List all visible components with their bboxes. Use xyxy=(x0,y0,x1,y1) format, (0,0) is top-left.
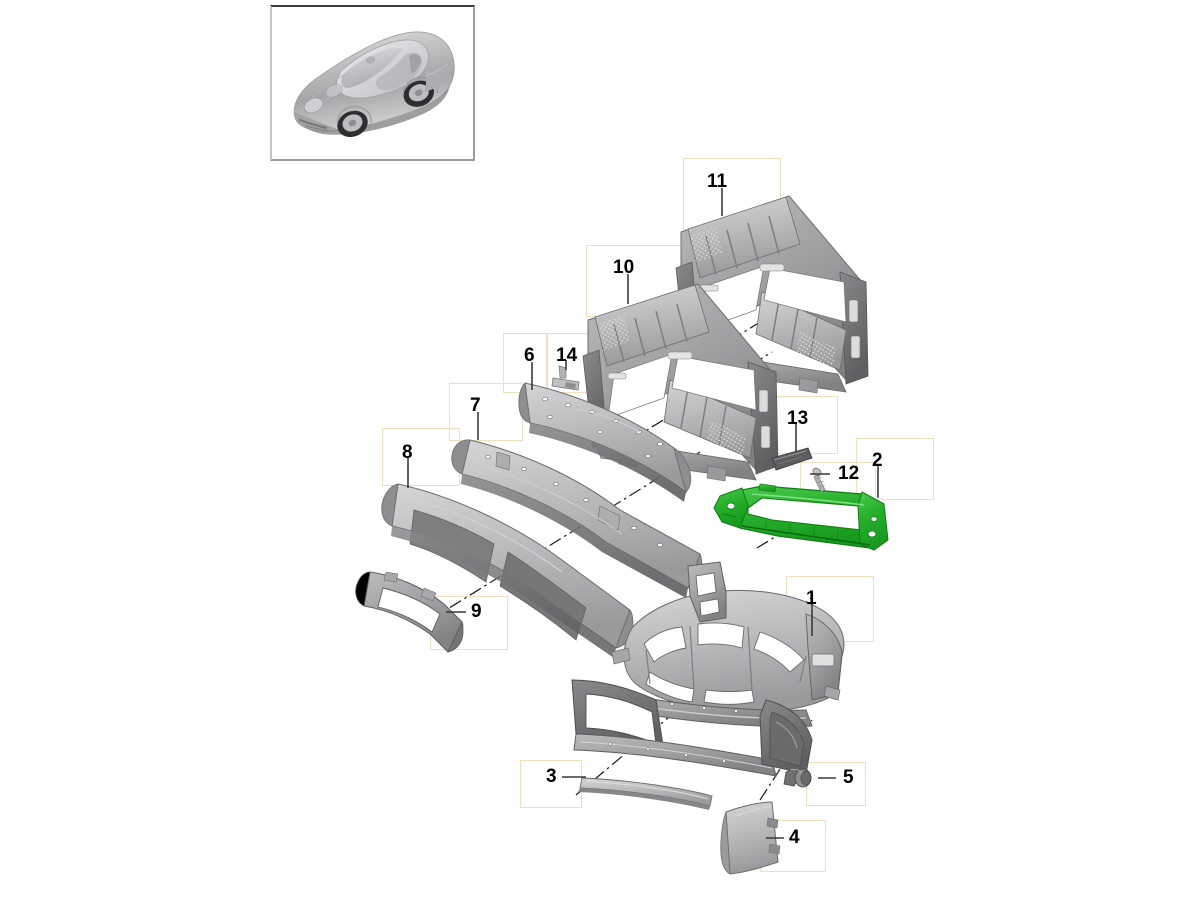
part-1-front-end-carrier[interactable] xyxy=(571,561,845,777)
part-8-outer-surround-frame[interactable] xyxy=(381,483,634,658)
callout-7[interactable]: 7 xyxy=(470,395,481,416)
callout-13[interactable]: 13 xyxy=(787,408,809,429)
callout-14[interactable]: 14 xyxy=(556,345,578,366)
callout-8[interactable]: 8 xyxy=(402,442,413,463)
part-12-fixing-screw[interactable] xyxy=(811,467,826,493)
vehicle-thumbnail-frame[interactable] xyxy=(270,5,475,161)
leader-lines xyxy=(407,188,879,839)
callout-2[interactable]: 2 xyxy=(872,450,883,471)
part-5-retaining-grommet[interactable] xyxy=(783,767,812,788)
callout-6[interactable]: 6 xyxy=(524,345,535,366)
callout-1[interactable]: 1 xyxy=(806,588,817,609)
part-9-grille-bezel[interactable] xyxy=(355,571,464,653)
callout-3[interactable]: 3 xyxy=(546,766,557,787)
part-4-side-cover-flap[interactable] xyxy=(720,801,781,875)
callout-5[interactable]: 5 xyxy=(843,767,854,788)
part-6-upper-cross-panel[interactable] xyxy=(518,382,692,502)
part-13-mounting-pad[interactable] xyxy=(771,447,813,471)
callout-9[interactable]: 9 xyxy=(471,601,482,622)
hotspot-2[interactable] xyxy=(856,438,934,500)
part-14-retaining-clip[interactable] xyxy=(551,365,580,391)
callout-10[interactable]: 10 xyxy=(613,257,635,278)
part-2-air-guide-frame[interactable] xyxy=(713,483,889,551)
callout-12[interactable]: 12 xyxy=(838,463,860,484)
vehicle-illustration xyxy=(293,31,455,138)
callout-11[interactable]: 11 xyxy=(707,171,728,192)
callout-4[interactable]: 4 xyxy=(789,827,800,848)
part-3-lower-trim-strip[interactable] xyxy=(578,777,713,810)
